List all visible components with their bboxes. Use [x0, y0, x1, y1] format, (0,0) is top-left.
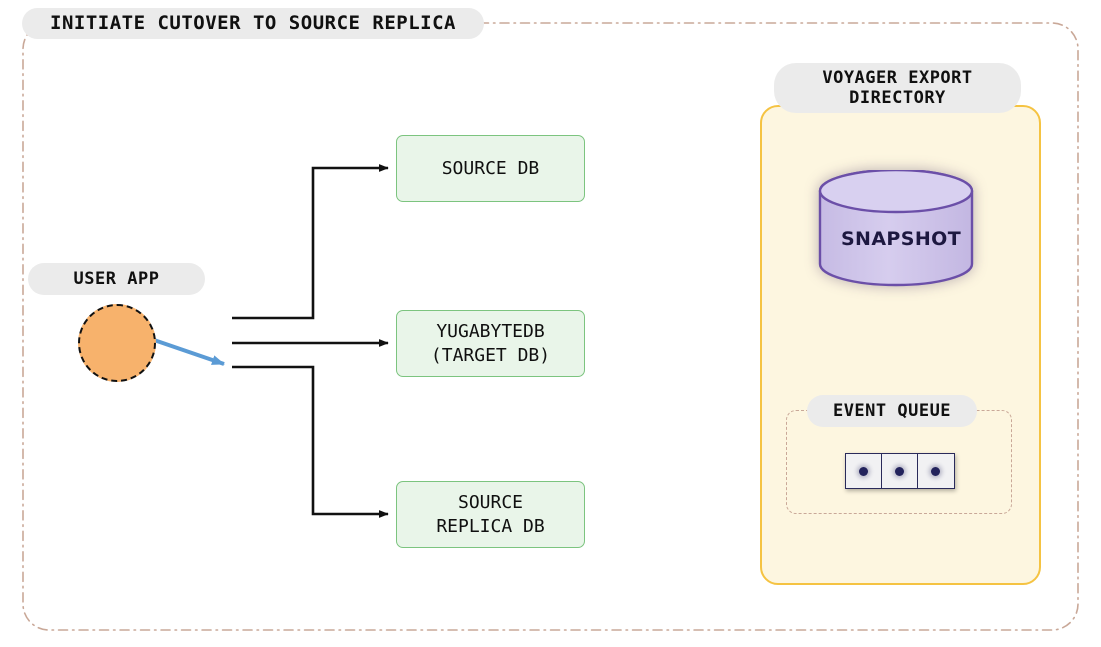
label-user-app: USER APP [28, 263, 205, 295]
node-source-replica-db[interactable]: SOURCE REPLICA DB [396, 481, 585, 548]
connector-user-app-active [153, 338, 225, 366]
page-title: INITIATE CUTOVER TO SOURCE REPLICA [22, 8, 484, 39]
event-queue-cells [845, 453, 958, 489]
node-source-db[interactable]: SOURCE DB [396, 135, 585, 202]
event-queue-cell [917, 453, 955, 489]
connector-source-db [232, 164, 389, 320]
event-dot-icon [895, 466, 905, 476]
node-yugabytedb-target-db[interactable]: YUGABYTEDB (TARGET DB) [396, 310, 585, 377]
label-voyager-export-directory: VOYAGER EXPORT DIRECTORY [774, 63, 1021, 113]
label-event-queue: EVENT QUEUE [807, 395, 977, 427]
event-queue-cell [881, 453, 919, 489]
event-dot-icon [931, 466, 941, 476]
event-queue-cell [845, 453, 883, 489]
node-user-app-circle[interactable] [78, 304, 156, 382]
snapshot-label: SNAPSHOT [840, 228, 962, 250]
connector-source-replica [232, 365, 389, 518]
event-dot-icon [859, 466, 869, 476]
snapshot-cylinder [806, 168, 996, 288]
